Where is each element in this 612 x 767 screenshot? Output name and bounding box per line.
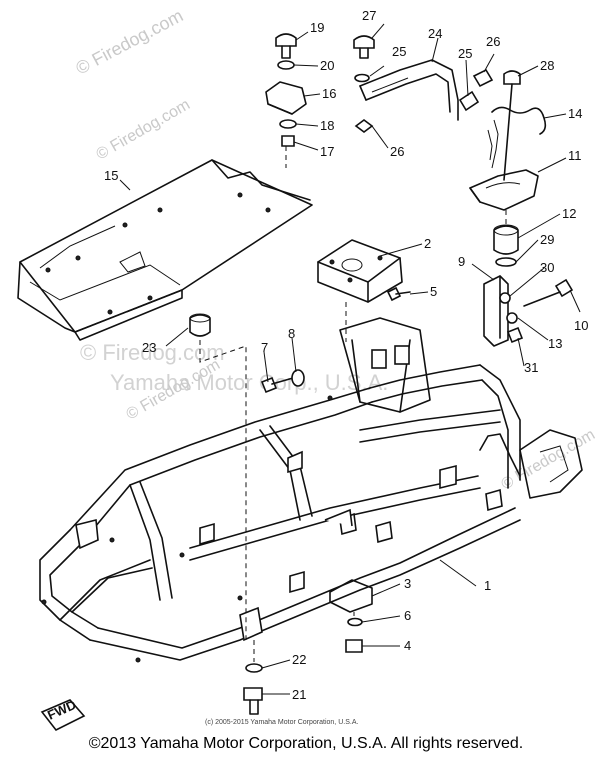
bolt-7-washer-8 (260, 369, 305, 394)
watermark-top-right: © Firedog.com (72, 5, 186, 78)
fwd-tag: FWD (40, 697, 86, 732)
callout-24: 24 (428, 26, 442, 41)
leader-lines (119, 23, 581, 695)
callout-17: 17 (320, 144, 334, 159)
watermark-center: Yamaha Motor Corp., U.S.A. (110, 370, 388, 395)
callout-29: 29 (540, 232, 554, 247)
callout-8: 8 (288, 326, 295, 341)
callout-31: 31 (524, 360, 538, 375)
callout-12: 12 (562, 206, 576, 221)
callout-3: 3 (404, 576, 411, 591)
alignment-lines (199, 146, 507, 662)
callout-30: 30 (540, 260, 554, 275)
watermark-bottom-right: © Firedog.com (499, 426, 599, 493)
callout-25: 25 (392, 44, 406, 59)
inner-copyright: (c) 2005-2015 Yamaha Motor Corporation, … (205, 719, 358, 726)
callout-4: 4 (404, 638, 411, 653)
callout-1: 1 (484, 578, 491, 593)
callout-14: 14 (568, 106, 582, 121)
callout-11: 11 (568, 148, 582, 163)
callout-labels: 1 2 3 4 5 6 7 8 9 10 11 12 13 14 15 16 1… (104, 8, 588, 702)
callout-5: 5 (430, 284, 437, 299)
callout-26b: 26 (390, 144, 404, 159)
callout-9: 9 (458, 254, 465, 269)
callout-18: 18 (320, 118, 334, 133)
top-left-hardware (265, 33, 307, 147)
bracket-plate-2 (317, 239, 403, 303)
callout-10: 10 (574, 318, 588, 333)
callout-20: 20 (320, 58, 334, 73)
callout-25b: 25 (458, 46, 472, 61)
callout-13: 13 (548, 336, 562, 351)
right-mount-hardware (483, 224, 574, 347)
callout-19: 19 (310, 20, 324, 35)
lower-bracket-hardware (329, 579, 373, 653)
top-middle-hardware (353, 35, 494, 133)
callout-22: 22 (292, 652, 306, 667)
callout-28: 28 (540, 58, 554, 73)
callout-16: 16 (322, 86, 336, 101)
callout-15: 15 (104, 168, 118, 183)
callout-6: 6 (404, 608, 411, 623)
right-top-hardware (469, 70, 547, 211)
callout-23: 23 (142, 340, 156, 355)
copyright-notice: ©2013 Yamaha Motor Corporation, U.S.A. A… (88, 735, 524, 752)
bolt-5 (386, 286, 411, 302)
callout-2: 2 (424, 236, 431, 251)
main-frame (39, 317, 583, 663)
callout-26: 26 (486, 34, 500, 49)
damper-23 (189, 313, 211, 337)
callout-27: 27 (362, 8, 376, 23)
floor-panel (17, 159, 313, 341)
bottom-hardware (243, 663, 263, 715)
callout-7: 7 (261, 340, 268, 355)
callout-21: 21 (292, 687, 306, 702)
watermark-upper-left: © Firedog.com (94, 96, 194, 163)
